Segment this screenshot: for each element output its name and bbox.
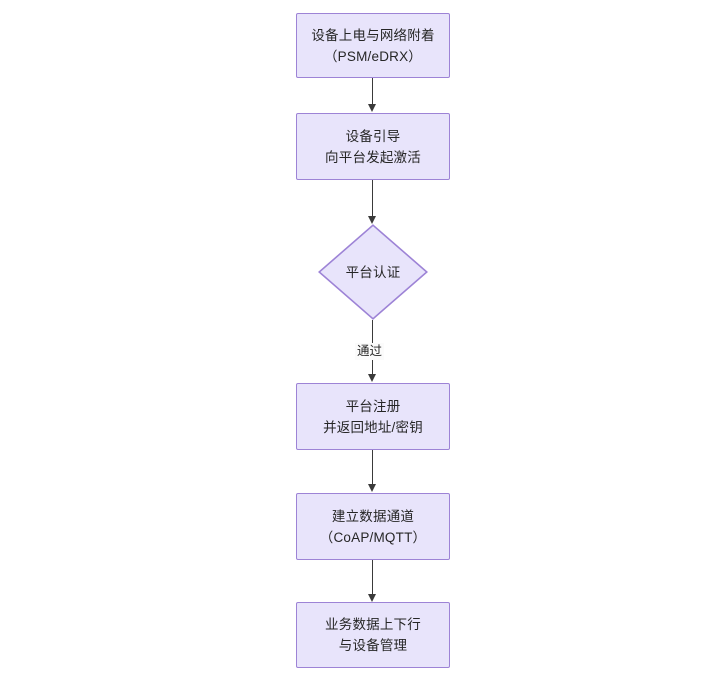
flow-arrowhead-n1-n2 (368, 104, 376, 112)
diamond-shape-icon (318, 224, 428, 320)
flow-node-device-bootstrap[interactable]: 设备引导 向平台发起激活 (296, 113, 450, 180)
flow-arrowhead-n5-n6 (368, 594, 376, 602)
flow-node-label-line2: （CoAP/MQTT） (319, 529, 427, 545)
flow-edge-n4-n5 (372, 450, 373, 485)
flow-node-label-line2: （PSM/eDRX） (323, 48, 423, 64)
flow-node-label-line2: 与设备管理 (338, 638, 408, 653)
flow-node-business-data[interactable]: 业务数据上下行 与设备管理 (296, 602, 450, 668)
flow-edge-label-pass: 通过 (355, 343, 385, 360)
flow-arrowhead-n2-n3 (368, 216, 376, 224)
flow-node-label-line1: 设备上电与网络附着 (311, 27, 435, 43)
flow-node-label-line1: 平台注册 (345, 398, 401, 414)
flow-arrowhead-n4-n5 (368, 484, 376, 492)
flow-node-device-power-on[interactable]: 设备上电与网络附着 （PSM/eDRX） (296, 13, 450, 78)
flow-edge-n1-n2 (372, 78, 373, 105)
flow-node-label-line2: 向平台发起激活 (325, 149, 421, 165)
flow-node-platform-register[interactable]: 平台注册 并返回地址/密钥 (296, 383, 450, 450)
flow-node-label-line1: 设备引导 (345, 128, 401, 144)
flow-edge-n5-n6 (372, 560, 373, 595)
flow-edge-n2-n3 (372, 180, 373, 217)
flow-arrowhead-n3-n4 (368, 374, 376, 382)
flow-node-label-line2: 并返回地址/密钥 (323, 419, 423, 435)
flow-node-label-line1: 平台认证 (345, 264, 401, 280)
flow-node-label-line1: 业务数据上下行 (325, 617, 421, 632)
flow-node-platform-auth[interactable]: 平台认证 (318, 224, 428, 320)
flow-node-label-line1: 建立数据通道 (331, 508, 415, 524)
flow-node-data-channel[interactable]: 建立数据通道 （CoAP/MQTT） (296, 493, 450, 560)
